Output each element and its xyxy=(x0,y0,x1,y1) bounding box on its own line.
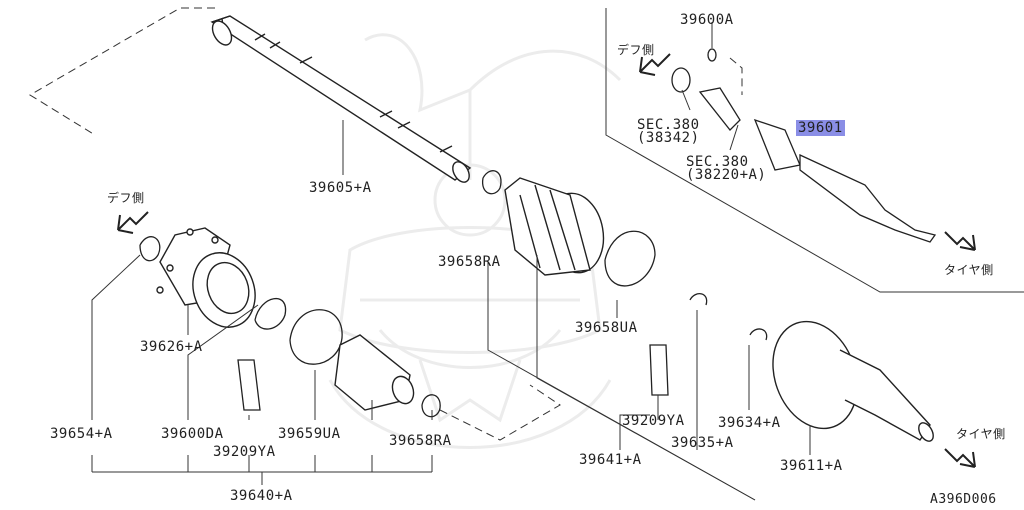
cv-joint-39611 xyxy=(772,320,934,442)
label-sec380-b: SEC.380 xyxy=(686,154,749,170)
label-39634: 39634+A xyxy=(718,415,781,431)
label-39635: 39635+A xyxy=(671,435,734,451)
inset-shaft xyxy=(671,48,937,243)
label-39209ya-left: 39209YA xyxy=(213,444,276,460)
inset-frame xyxy=(605,8,1024,293)
arrow-down-right-icon xyxy=(944,231,976,251)
label-39658ra-top: 39658RA xyxy=(438,254,501,270)
label-tire-side-main: タイヤ側 xyxy=(956,427,1006,441)
grease-tubes xyxy=(237,344,669,411)
label-39659ua: 39659UA xyxy=(278,426,341,442)
label-38220: (38220+A) xyxy=(686,167,767,183)
samurai-helmet-watermark xyxy=(328,33,622,449)
label-39600da: 39600DA xyxy=(161,426,224,442)
highlighted-part-number: 39601 xyxy=(796,120,845,136)
arrow-up-left-icon xyxy=(117,211,149,234)
label-39658ra-bottom: 39658RA xyxy=(389,433,452,449)
label-39658ua: 39658UA xyxy=(575,320,638,336)
arrow-down-right-icon xyxy=(944,448,976,468)
label-39209ya-right: 39209YA xyxy=(622,413,685,429)
cv-housing-39626 xyxy=(156,227,256,328)
circlip-39634 xyxy=(749,328,768,341)
circlip-39635 xyxy=(689,293,708,306)
label-diff-side-inset: デフ側 xyxy=(617,43,655,57)
label-sec380-a: SEC.380 xyxy=(637,117,700,133)
band-39659ua xyxy=(289,309,343,365)
label-38342: (38342) xyxy=(637,130,700,146)
phantom-lines xyxy=(29,7,743,441)
arrow-up-left-icon xyxy=(639,53,671,76)
label-39626: 39626+A xyxy=(140,339,203,355)
boot-39659ua xyxy=(334,334,415,411)
label-39640: 39640+A xyxy=(230,488,293,504)
boot-band-39658ra-top xyxy=(482,170,502,195)
boot-band-39658ra-bottom xyxy=(421,394,441,418)
label-tire-side-inset: タイヤ側 xyxy=(944,263,994,277)
diagram-code: A396D006 xyxy=(930,492,997,507)
label-39601: 39601 xyxy=(796,120,845,136)
boot-band-39658ua-top xyxy=(604,230,656,287)
arrow-icons xyxy=(117,53,976,468)
label-39600a: 39600A xyxy=(680,12,734,28)
snap-ring-39654 xyxy=(139,236,161,262)
label-39605: 39605+A xyxy=(309,180,372,196)
label-39611: 39611+A xyxy=(780,458,843,474)
boot-39641 xyxy=(504,177,605,276)
label-diff-side-main: デフ側 xyxy=(107,191,145,205)
label-39654: 39654+A xyxy=(50,426,113,442)
label-39641: 39641+A xyxy=(579,452,642,468)
shaft-39605 xyxy=(210,15,472,183)
circlip-39600da xyxy=(254,298,287,330)
